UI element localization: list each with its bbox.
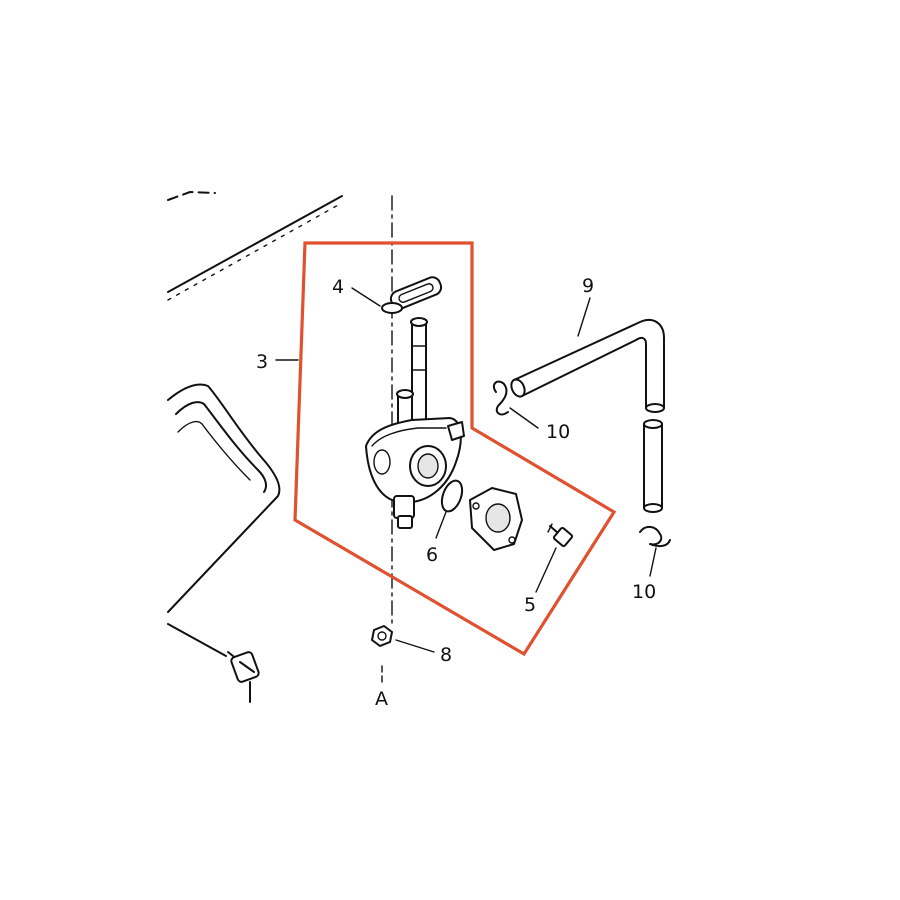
callout-4: 4 [332,276,344,298]
leader-lines [275,287,657,653]
part-10-clip-lower [639,526,671,548]
callout-8: 8 [440,644,452,666]
bolt-lower-left [227,651,260,703]
callout-a: A [375,688,388,710]
callout-3: 3 [256,351,268,373]
part-8-nut [371,625,393,647]
fuel-tank-outline [167,191,343,301]
part-6-o-ring [440,479,464,513]
callout-10-lower: 10 [632,581,656,603]
part-4-strainer [381,276,443,314]
callout-5: 5 [524,594,536,616]
part-5-screw [547,523,574,548]
lever-plate [469,487,523,551]
callout-6: 6 [426,544,438,566]
center-axis-line [381,195,393,685]
frame-cover-outline [167,383,281,657]
part-10-clip-upper [492,380,509,416]
part-3-fuel-cock [365,317,465,529]
callout-10-upper: 10 [546,421,570,443]
callout-9: 9 [582,275,594,297]
highlight-boundary [293,241,617,657]
part-9-fuel-hose [510,319,665,513]
